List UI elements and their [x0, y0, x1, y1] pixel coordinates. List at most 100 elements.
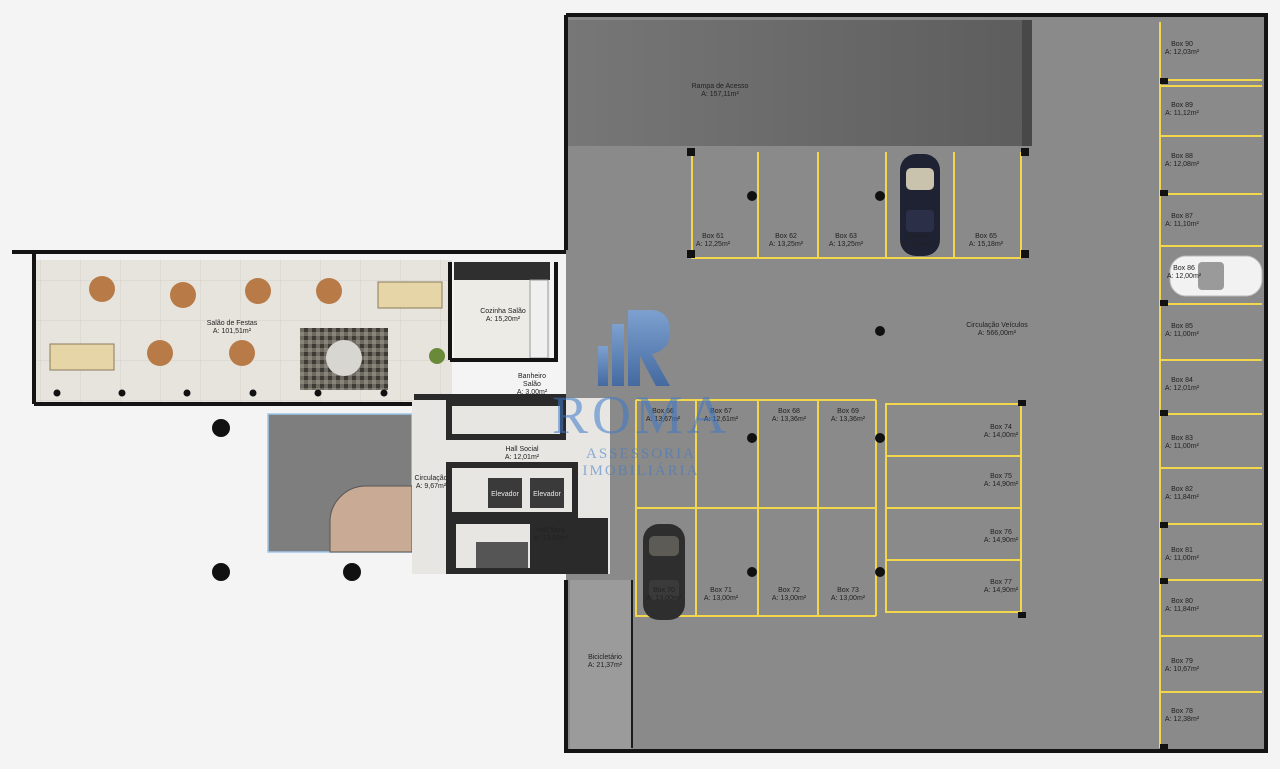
- box-67-area: A: 12,61m²: [704, 416, 739, 423]
- vehicle-circulation-area: A: 566,00m²: [978, 330, 1017, 337]
- box-74-area: A: 14,00m²: [984, 432, 1019, 439]
- kitchen-label: Cozinha Salão: [480, 308, 526, 315]
- box-81-name: Box 81: [1171, 547, 1193, 554]
- box-86-name: Box 86: [1173, 265, 1195, 272]
- box-86-area: A: 12,00m²: [1167, 273, 1202, 280]
- garage-wall: [564, 13, 1268, 753]
- bicycle-area: A: 21,37m²: [588, 662, 623, 669]
- elevator-label-2: Elevador: [533, 491, 561, 498]
- box-69-area: A: 13,36m²: [831, 416, 866, 423]
- box-83-area: A: 11,00m²: [1165, 443, 1199, 450]
- vehicle-circulation-label: Circulação Veículos: [966, 322, 1028, 329]
- columns: [212, 191, 885, 581]
- box-66-area: A: 13,67m²: [646, 416, 681, 423]
- box-88-area: A: 12,08m²: [1165, 161, 1200, 168]
- hall-area: A: 12,01m²: [505, 454, 540, 461]
- box-69-name: Box 69: [837, 408, 859, 415]
- room-labels: Rampa de Acesso A: 157,11m² Circulação V…: [207, 83, 1029, 669]
- box-65-area: A: 15,18m²: [969, 241, 1004, 248]
- box-74-name: Box 74: [990, 424, 1012, 431]
- bicycle-label: Bicicletário: [588, 654, 622, 661]
- box-64-name: Box 64: [907, 233, 929, 240]
- box-71-area: A: 13,00m²: [704, 595, 739, 602]
- bathroom-sub: Salão: [523, 381, 541, 388]
- box-70-name: Box 70: [653, 587, 675, 594]
- box-61-area: A: 12,25m²: [696, 241, 731, 248]
- box-90-name: Box 90: [1171, 41, 1193, 48]
- box-63-area: A: 13,25m²: [829, 241, 864, 248]
- posts: [687, 78, 1168, 750]
- roma-logo-icon: [598, 310, 670, 386]
- elevator-label-1: Elevador: [491, 491, 519, 498]
- bathroom-area: A: 3,00m²: [517, 389, 548, 396]
- box-87-name: Box 87: [1171, 213, 1193, 220]
- box-77-name: Box 77: [990, 579, 1012, 586]
- box-80-area: A: 11,84m²: [1165, 606, 1199, 613]
- box-84-area: A: 12,01m²: [1165, 385, 1200, 392]
- box-84-name: Box 84: [1171, 377, 1193, 384]
- box-75-name: Box 75: [990, 473, 1012, 480]
- car-white: [1169, 255, 1263, 297]
- watermark-name: ROMA: [551, 385, 731, 445]
- box-79-area: A: 10,67m²: [1165, 666, 1200, 673]
- kitchen-area: A: 15,20m²: [486, 316, 521, 323]
- salon-area-text: A: 101,51m²: [213, 328, 252, 335]
- box-87-area: A: 11,10m²: [1165, 221, 1199, 228]
- box-67-name: Box 67: [710, 408, 732, 415]
- box-82-area: A: 11,84m²: [1165, 494, 1199, 501]
- box-78-area: A: 12,38m²: [1165, 716, 1200, 723]
- service-hall-area: A: 13,52m²: [534, 535, 569, 542]
- box-85-area: A: 11,00m²: [1165, 331, 1199, 338]
- box-68-area: A: 13,36m²: [772, 416, 807, 423]
- box-89-name: Box 89: [1171, 102, 1193, 109]
- box-64-area: A: 15,13m²: [901, 241, 936, 248]
- box-90-area: A: 12,03m²: [1165, 49, 1200, 56]
- box-70-area: A: 13,00m²: [647, 595, 682, 602]
- car-dark-grey: [643, 524, 685, 620]
- box-63-name: Box 63: [835, 233, 857, 240]
- garage: [564, 13, 1268, 753]
- ramp-dark-side: [1022, 20, 1032, 146]
- box-76-name: Box 76: [990, 529, 1012, 536]
- box-80-name: Box 80: [1171, 598, 1193, 605]
- box-76-area: A: 14,90m²: [984, 537, 1019, 544]
- bathroom-label: Banheiro: [518, 373, 546, 380]
- box-89-area: A: 11,12m²: [1165, 110, 1199, 117]
- box-88-name: Box 88: [1171, 153, 1193, 160]
- salon-label: Salão de Festas: [207, 320, 258, 327]
- circulation-area: A: 9,67m²: [416, 483, 447, 490]
- watermark-subtitle: ASSESSORIA IMOBILIÁRIA: [582, 446, 700, 479]
- box-72-name: Box 72: [778, 587, 800, 594]
- box-71-name: Box 71: [710, 587, 732, 594]
- box-62-area: A: 13,25m²: [769, 241, 804, 248]
- box-73-area: A: 13,00m²: [831, 595, 866, 602]
- car-dark-blue: [900, 154, 940, 256]
- box-68-name: Box 68: [778, 408, 800, 415]
- box-83-name: Box 83: [1171, 435, 1193, 442]
- ramp-area: [568, 20, 1028, 146]
- ramp-area: A: 157,11m²: [701, 91, 739, 98]
- box-75-area: A: 14,90m²: [984, 481, 1019, 488]
- garage-lower-left: [570, 580, 632, 750]
- box-65-name: Box 65: [975, 233, 997, 240]
- box-85-name: Box 85: [1171, 323, 1193, 330]
- box-82-name: Box 82: [1171, 486, 1193, 493]
- box-77-area: A: 14,90m²: [984, 587, 1019, 594]
- box-79-name: Box 79: [1171, 658, 1193, 665]
- service-hall-label: Hall Serv.: [536, 527, 566, 534]
- hall-label: Hall Social: [505, 446, 539, 453]
- box-66-name: Box 66: [652, 408, 674, 415]
- box-61-name: Box 61: [702, 233, 724, 240]
- roma-watermark: ROMA ASSESSORIA IMOBILIÁRIA: [536, 306, 746, 479]
- box-81-area: A: 11,00m²: [1165, 555, 1199, 562]
- circulation-label: Circulação: [414, 475, 447, 482]
- ramp-label: Rampa de Acesso: [692, 83, 749, 90]
- box-72-area: A: 13,00m²: [772, 595, 807, 602]
- box-62-name: Box 62: [775, 233, 797, 240]
- box-78-name: Box 78: [1171, 708, 1193, 715]
- box-73-name: Box 73: [837, 587, 859, 594]
- salon-furniture: [49, 276, 445, 397]
- salon-wall: [12, 250, 566, 406]
